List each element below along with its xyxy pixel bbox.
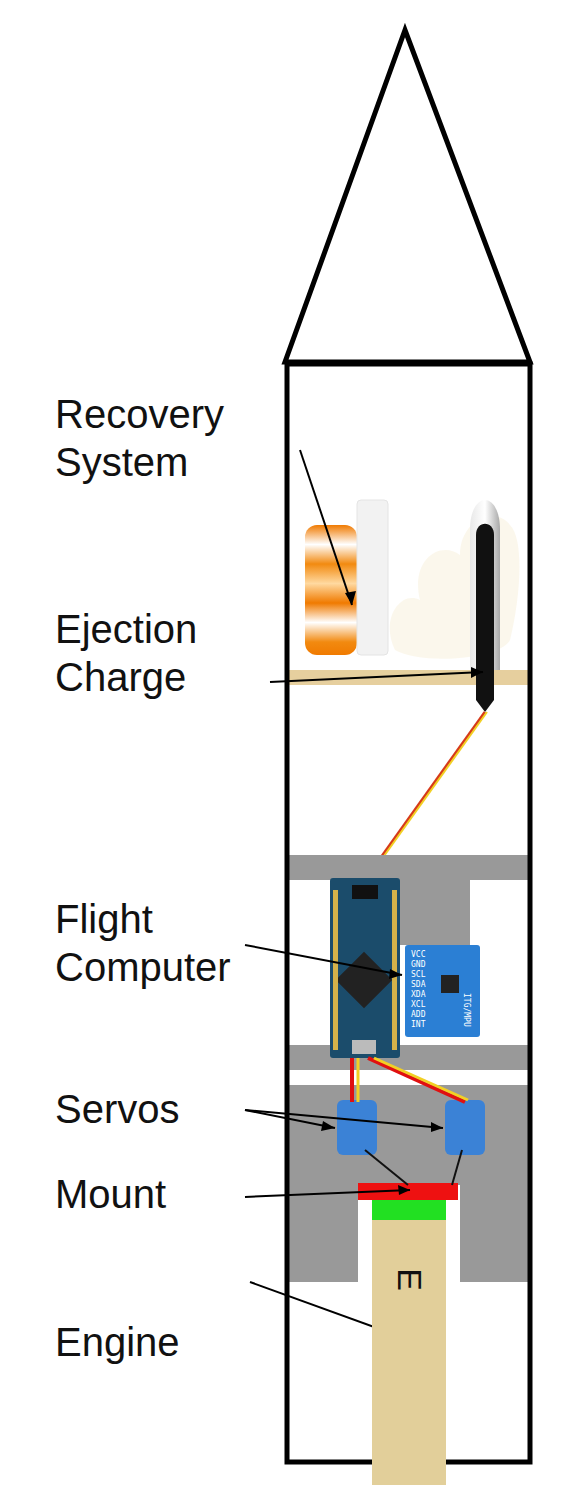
pin-name: GND xyxy=(411,960,477,970)
chip-marking: ITG/MPU xyxy=(462,993,471,1027)
linkage xyxy=(452,1150,462,1185)
part-label: Ejection Charge xyxy=(55,605,285,701)
servo-mount xyxy=(287,1085,530,1185)
wire xyxy=(372,712,485,870)
bay-plate xyxy=(287,855,530,880)
linkage xyxy=(365,1150,408,1185)
bay-plate xyxy=(287,1045,530,1070)
engine-block xyxy=(287,1185,358,1282)
pin-name: VCC xyxy=(411,950,477,960)
leader-lines xyxy=(245,450,483,1340)
gimbal-ring xyxy=(372,1200,446,1220)
part-label: Recovery System xyxy=(55,390,285,486)
usb-port xyxy=(352,1040,376,1054)
nose-cone xyxy=(285,30,530,362)
sensor-board: VCCGNDSCLSDAXDAXCLADDINTITG/MPU xyxy=(405,945,480,1037)
smoke-cloud xyxy=(390,516,520,659)
part-label: Engine xyxy=(55,1318,255,1366)
wadding xyxy=(357,500,388,655)
part-label: Mount xyxy=(55,1170,255,1218)
servo xyxy=(337,1100,377,1155)
igniter xyxy=(476,524,494,712)
pin-name: SCL xyxy=(411,970,477,980)
header xyxy=(352,885,378,899)
wire xyxy=(374,712,487,870)
engine-class: E xyxy=(389,1268,428,1291)
imu-chip xyxy=(441,975,459,993)
bay-block xyxy=(395,880,470,945)
engine-casing: E xyxy=(372,1220,446,1485)
mcu-chip xyxy=(336,952,393,1009)
engine-block xyxy=(460,1185,530,1282)
part-label: Servos xyxy=(55,1085,255,1133)
servo xyxy=(445,1100,485,1155)
pin-name: SDA xyxy=(411,980,477,990)
part-label: Flight Computer xyxy=(55,895,285,991)
